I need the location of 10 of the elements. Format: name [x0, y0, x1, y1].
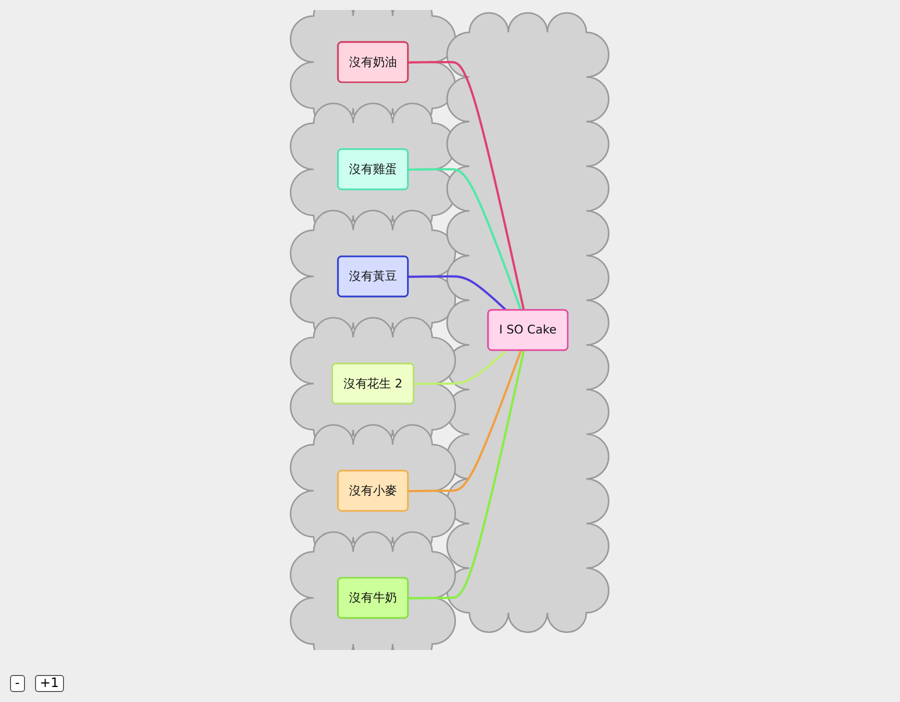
cluster: [446, 12, 610, 633]
connector: [408, 168, 522, 311]
connector: [408, 60, 525, 311]
cluster: [290, 531, 456, 650]
connector: [408, 350, 525, 600]
collapse-toggle: +1: [34, 675, 64, 692]
connector: [408, 350, 522, 492]
connector: [414, 350, 508, 386]
connector: [408, 275, 508, 312]
collapse-toggle: -: [10, 675, 25, 692]
